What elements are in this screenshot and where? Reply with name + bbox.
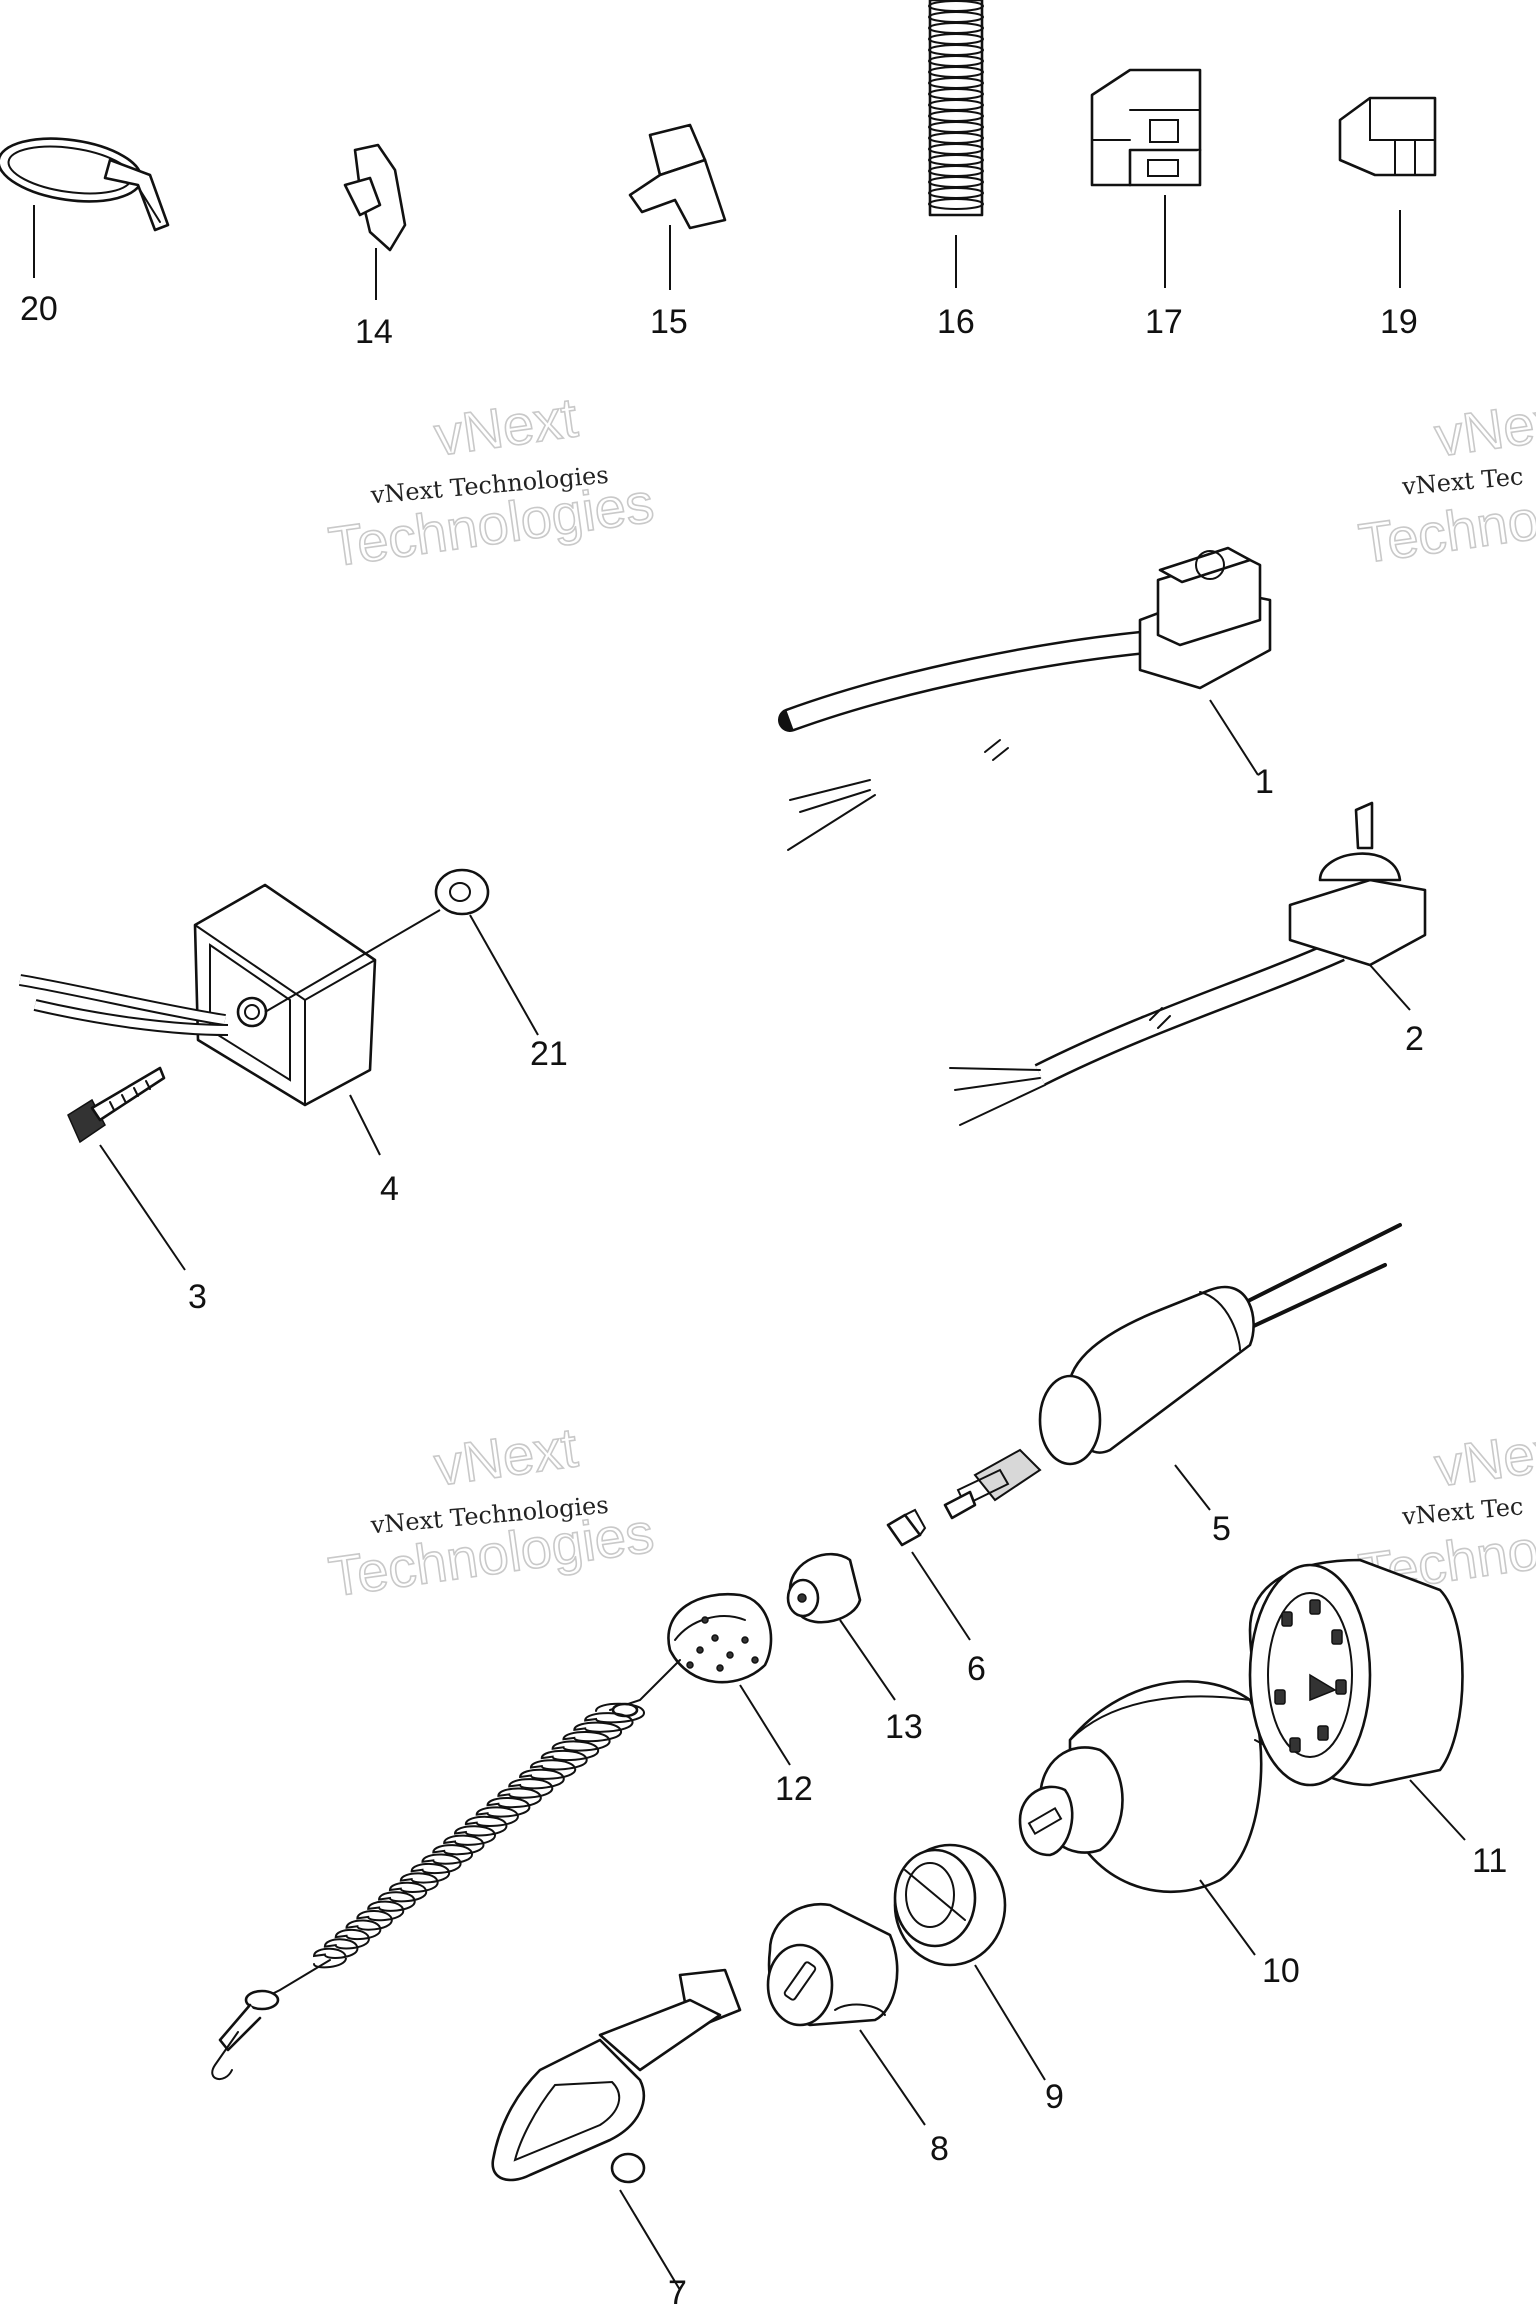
label-13: 13 [885,1708,923,1746]
part-6-fitting [886,1508,971,1641]
label-12: 12 [775,1770,813,1808]
label-1: 1 [1255,763,1274,801]
part-8-bezel [766,1902,926,2126]
label-9: 9 [1045,2078,1064,2116]
part-labels: 20 14 15 16 17 19 1 2 21 4 3 5 6 13 12 1… [20,290,1507,2304]
label-3: 3 [188,1278,207,1316]
part-17-corrugated-tube [928,0,984,288]
label-8: 8 [930,2130,949,2168]
label-11: 11 [1472,1842,1507,1880]
label-6: 6 [967,1650,986,1688]
part-5-sensor [943,1223,1402,1520]
svg-text:vNext: vNext [1431,1416,1536,1498]
svg-text:vNext: vNext [431,385,582,467]
part-9-lock-nut [893,1843,1046,2081]
svg-text:vNext: vNext [1431,386,1536,468]
label-20: 19 [1380,303,1418,341]
watermark-right-top: vNext Technologies vNext Tec [1354,385,1536,576]
label-19: 17 [1145,303,1183,341]
label-21: 21 [530,1035,568,1073]
part-15-clip [628,123,727,290]
part-2-temperature-switch [949,801,1427,1126]
svg-text:vNext: vNext [431,1415,582,1497]
part-14-clip [343,143,407,300]
part-1-pressure-switch [778,546,1272,851]
watermark-left-top: vNext Technologies vNext Technologies [324,384,658,579]
part-3-screw [67,1066,186,1271]
part-16-cable-tie [0,137,170,278]
label-10: 10 [1262,1952,1300,1990]
part-19-connector [1090,68,1202,288]
label-17: 16 [937,303,975,341]
label-14: 14 [355,313,393,351]
part-11-rear-cap [1248,1558,1466,1841]
watermark-left-bottom: vNext Technologies vNext Technologies [324,1414,658,1609]
part-7-key [491,1968,742,2291]
part-13-nut [786,1552,896,1701]
tube-rib [928,198,984,210]
label-4: 4 [380,1170,399,1208]
part-21-washer [434,868,539,1036]
part-10-ignition-switch [1018,1680,1271,1956]
label-2: 2 [1405,1020,1424,1058]
part-20-connector [1338,96,1437,288]
part-12-tether-cap [211,1592,791,2080]
part-4-regulator-box [19,883,441,1156]
label-7: 7 [668,2274,687,2304]
label-5: 5 [1212,1510,1231,1548]
label-16: 20 [20,290,58,328]
label-15: 15 [650,303,688,341]
